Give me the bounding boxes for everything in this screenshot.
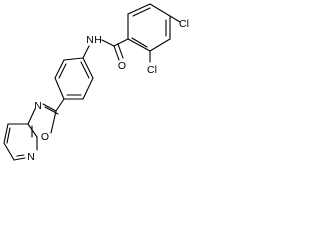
atom-oxazole-n: N (34, 100, 42, 112)
cl-bond-top (169, 15, 181, 23)
atom-amide-h: H (94, 34, 102, 46)
pyridine-ring (3, 123, 38, 161)
ring-to-carbonyl-bond (113, 38, 129, 47)
n-to-phenyl-bond (82, 45, 90, 59)
dichlorophenyl-ring (127, 3, 171, 52)
structure-diagram: Cl Cl N H O N O N (0, 0, 192, 165)
molecule-drawing: Cl Cl N H O N O N (3, 3, 189, 163)
phenylene-ring (54, 57, 94, 100)
amide-bond (101, 39, 115, 47)
atom-amide-n: N (86, 34, 94, 46)
carbonyl-double-bond-b (117, 43, 124, 59)
atom-cl-mid: Cl (147, 64, 157, 76)
atom-cl-top: Cl (179, 18, 189, 30)
carbonyl-double-bond-a (113, 45, 120, 61)
aryl-oxazole-bond (55, 98, 65, 112)
atom-oxazole-o: O (41, 131, 49, 143)
atom-pyridine-n: N (27, 151, 35, 163)
atom-carbonyl-o: O (118, 60, 126, 72)
